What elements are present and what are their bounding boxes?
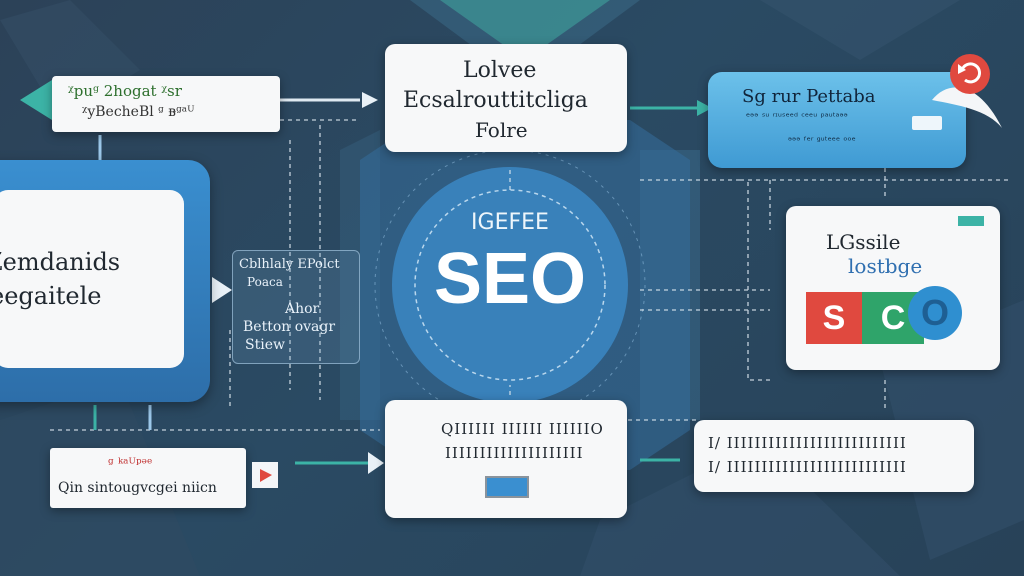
arrow-right-icon bbox=[212, 92, 712, 474]
center-bottom-card: QIIIIII IIIIII IIIIIIO IIIIIIIIIIIIIIIII… bbox=[385, 400, 627, 518]
bottom-right-card-line1: I/ IIIIIIIIIIIIIIIIIIIIIIIIII bbox=[708, 434, 907, 452]
right-mid-card-line1: LGssile bbox=[826, 230, 901, 254]
glass-card-line2: Poaca bbox=[247, 275, 283, 289]
play-triangle-icon bbox=[252, 462, 278, 488]
hub-label: IGEFEE bbox=[471, 210, 549, 235]
center-bottom-card-line2: IIIIIIIIIIIIIIIIIIII bbox=[445, 444, 584, 462]
status-bar bbox=[958, 216, 984, 226]
left-big-card-line2: eegaitele bbox=[0, 282, 102, 310]
tile-o: O bbox=[908, 286, 962, 340]
bottom-right-card-line2: I/ IIIIIIIIIIIIIIIIIIIIIIIIII bbox=[708, 458, 907, 476]
center-bottom-card-line1: QIIIIII IIIIII IIIIIIO bbox=[441, 420, 604, 438]
tile-s-letter: S bbox=[822, 298, 846, 337]
glass-card-line5: Stiew bbox=[245, 337, 285, 353]
glass-card: Cblhlaly EPolct Poaca Ahor Betton ovagr … bbox=[232, 250, 360, 364]
tile-c-letter: C bbox=[880, 298, 906, 337]
top-left-card-line1: ᵡpuᵍ 2hogat ᵡsr bbox=[68, 82, 182, 100]
top-right-card-title: Sg rur Pettaba bbox=[742, 86, 876, 107]
window-icon bbox=[912, 116, 942, 130]
top-left-card-line2: ᵡyBecheBl ᵍ ᴃᵍᵃᵁ bbox=[82, 104, 195, 120]
top-right-card-sub2: ᵊᵊᵊ ᶠᵉʳ ᵍᵘᵗᵉᵉᵉ ᵒᵒᵉ bbox=[788, 136, 856, 147]
top-right-card-sub1: ᵉᵊᵊ ˢᵘ ʳᶦᵘˢᵉᵉᵈ ᶜᵉᵉᵘ ᵖᵃᵘᵗᵃᵊᵊ bbox=[746, 112, 848, 123]
glass-card-line4: Betton ovagr bbox=[243, 319, 336, 335]
left-big-card: Zemdanids eegaitele bbox=[0, 190, 184, 368]
bottom-left-card: ᵍ ᵏᵃᵁᵖᵊᵉ Qin sintougvcgei niicn bbox=[50, 448, 246, 508]
top-right-card: Sg rur Pettaba ᵉᵊᵊ ˢᵘ ʳᶦᵘˢᵉᵉᵈ ᶜᵉᵉᵘ ᵖᵃᵘᵗᵃ… bbox=[708, 72, 966, 168]
center-top-card-line2: Ecsalrouttitcliga bbox=[403, 88, 588, 113]
window-icon bbox=[485, 476, 529, 498]
chat-bubble-icon bbox=[932, 54, 1002, 128]
hub-title: SEO bbox=[433, 239, 587, 319]
glass-card-line1: Cblhlaly EPolct bbox=[239, 257, 340, 272]
left-big-card-line1: Zemdanids bbox=[0, 248, 121, 276]
center-top-card-line1: Lolvee bbox=[463, 58, 537, 83]
glass-card-line3: Ahor bbox=[285, 301, 320, 317]
top-left-card: ᵡpuᵍ 2hogat ᵡsr ᵡyBecheBl ᵍ ᴃᵍᵃᵁ bbox=[52, 76, 280, 132]
left-big-card-frame: Zemdanids eegaitele bbox=[0, 160, 210, 402]
right-mid-card-line2: lostbge bbox=[848, 254, 923, 278]
tile-o-letter: O bbox=[920, 292, 949, 333]
center-top-card-line3: Folre bbox=[475, 118, 528, 142]
bottom-right-card: I/ IIIIIIIIIIIIIIIIIIIIIIIIII I/ IIIIIII… bbox=[694, 420, 974, 492]
bottom-left-card-line1: ᵍ ᵏᵃᵁᵖᵊᵉ bbox=[108, 456, 153, 472]
tile-s: S bbox=[806, 292, 862, 344]
bottom-left-card-line2: Qin sintougvcgei niicn bbox=[58, 480, 217, 496]
right-mid-card: LGssile lostbge S C O bbox=[786, 206, 1000, 370]
center-top-card: Lolvee Ecsalrouttitcliga Folre bbox=[385, 44, 627, 152]
